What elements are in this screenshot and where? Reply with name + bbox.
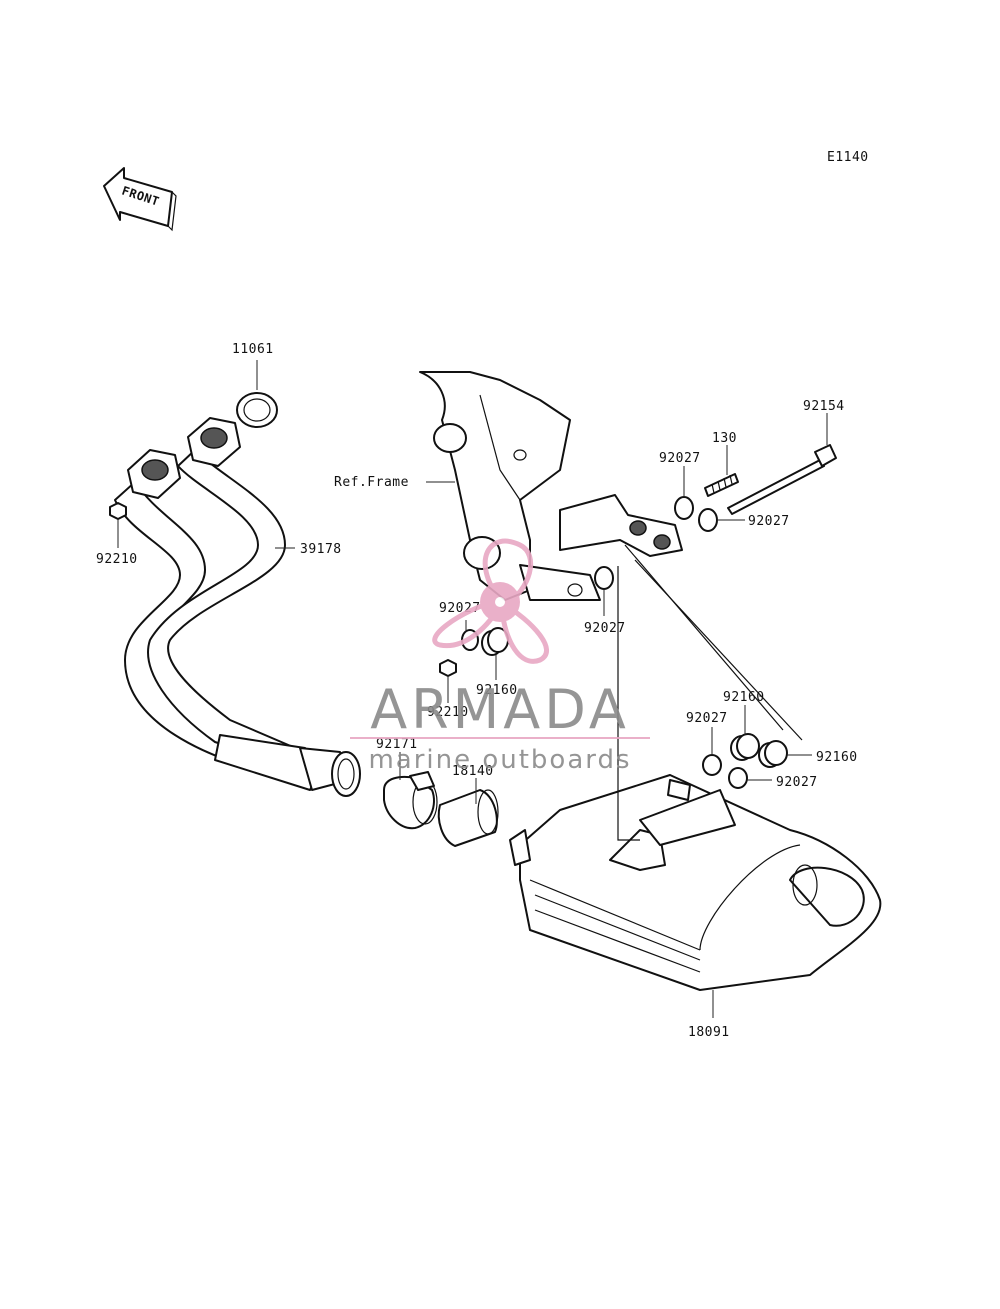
pipe-collar [437,789,499,847]
callout-18140: 18140 [452,764,494,779]
short-bolt [704,473,739,497]
callout-130: 130 [712,431,737,446]
watermark-tagline: marine outboards [368,745,631,775]
rubber-damper-right-a [730,733,760,761]
nut-left-mount [439,659,457,677]
pipe-clamp [383,771,438,830]
diagram-code: E1140 [827,150,869,165]
washer-upper-b [698,508,718,532]
callout-39178: 39178 [300,542,342,557]
watermark-brand: ARMADA [370,678,630,741]
front-arrow-icon: FRONT [103,167,177,232]
rubber-damper-right-b [758,740,788,768]
washer-right-a [702,754,722,776]
callout-18091: 18091 [688,1025,730,1040]
muffler [509,774,882,991]
assembly-guide-lines [617,544,803,841]
washer-mid [594,566,614,590]
callout-92210-left: 92210 [96,552,138,567]
frame-reference [419,371,601,601]
callout-92027-right-mid: 92027 [686,711,728,726]
exhaust-gasket [236,392,278,428]
callout-92210-mid: 92210 [427,705,469,720]
washer-upper-a [674,496,694,520]
leader-lines [117,360,828,1018]
armada-watermark: ARMADA marine outboards [350,538,650,775]
rubber-damper-left [481,627,509,656]
exhaust-header-pipe [114,417,361,797]
ref-frame-label: Ref.Frame [334,475,409,490]
washer-right-b [728,767,748,789]
callout-92027-right-lower: 92027 [776,775,818,790]
callout-92160-right-upper: 92160 [723,690,765,705]
callout-92027-upper: 92027 [659,451,701,466]
callout-92027-mid: 92027 [584,621,626,636]
callout-92160-right: 92160 [816,750,858,765]
callout-11061: 11061 [232,342,274,357]
long-bolt [727,444,837,515]
propeller-logo-icon [432,538,549,664]
flange-nut-left [109,502,127,520]
callout-92171: 92171 [376,737,418,752]
muffler-bracket [559,494,683,557]
callout-92154: 92154 [803,399,845,414]
callout-92160-left: 92160 [476,683,518,698]
callout-92027-right-upper: 92027 [748,514,790,529]
